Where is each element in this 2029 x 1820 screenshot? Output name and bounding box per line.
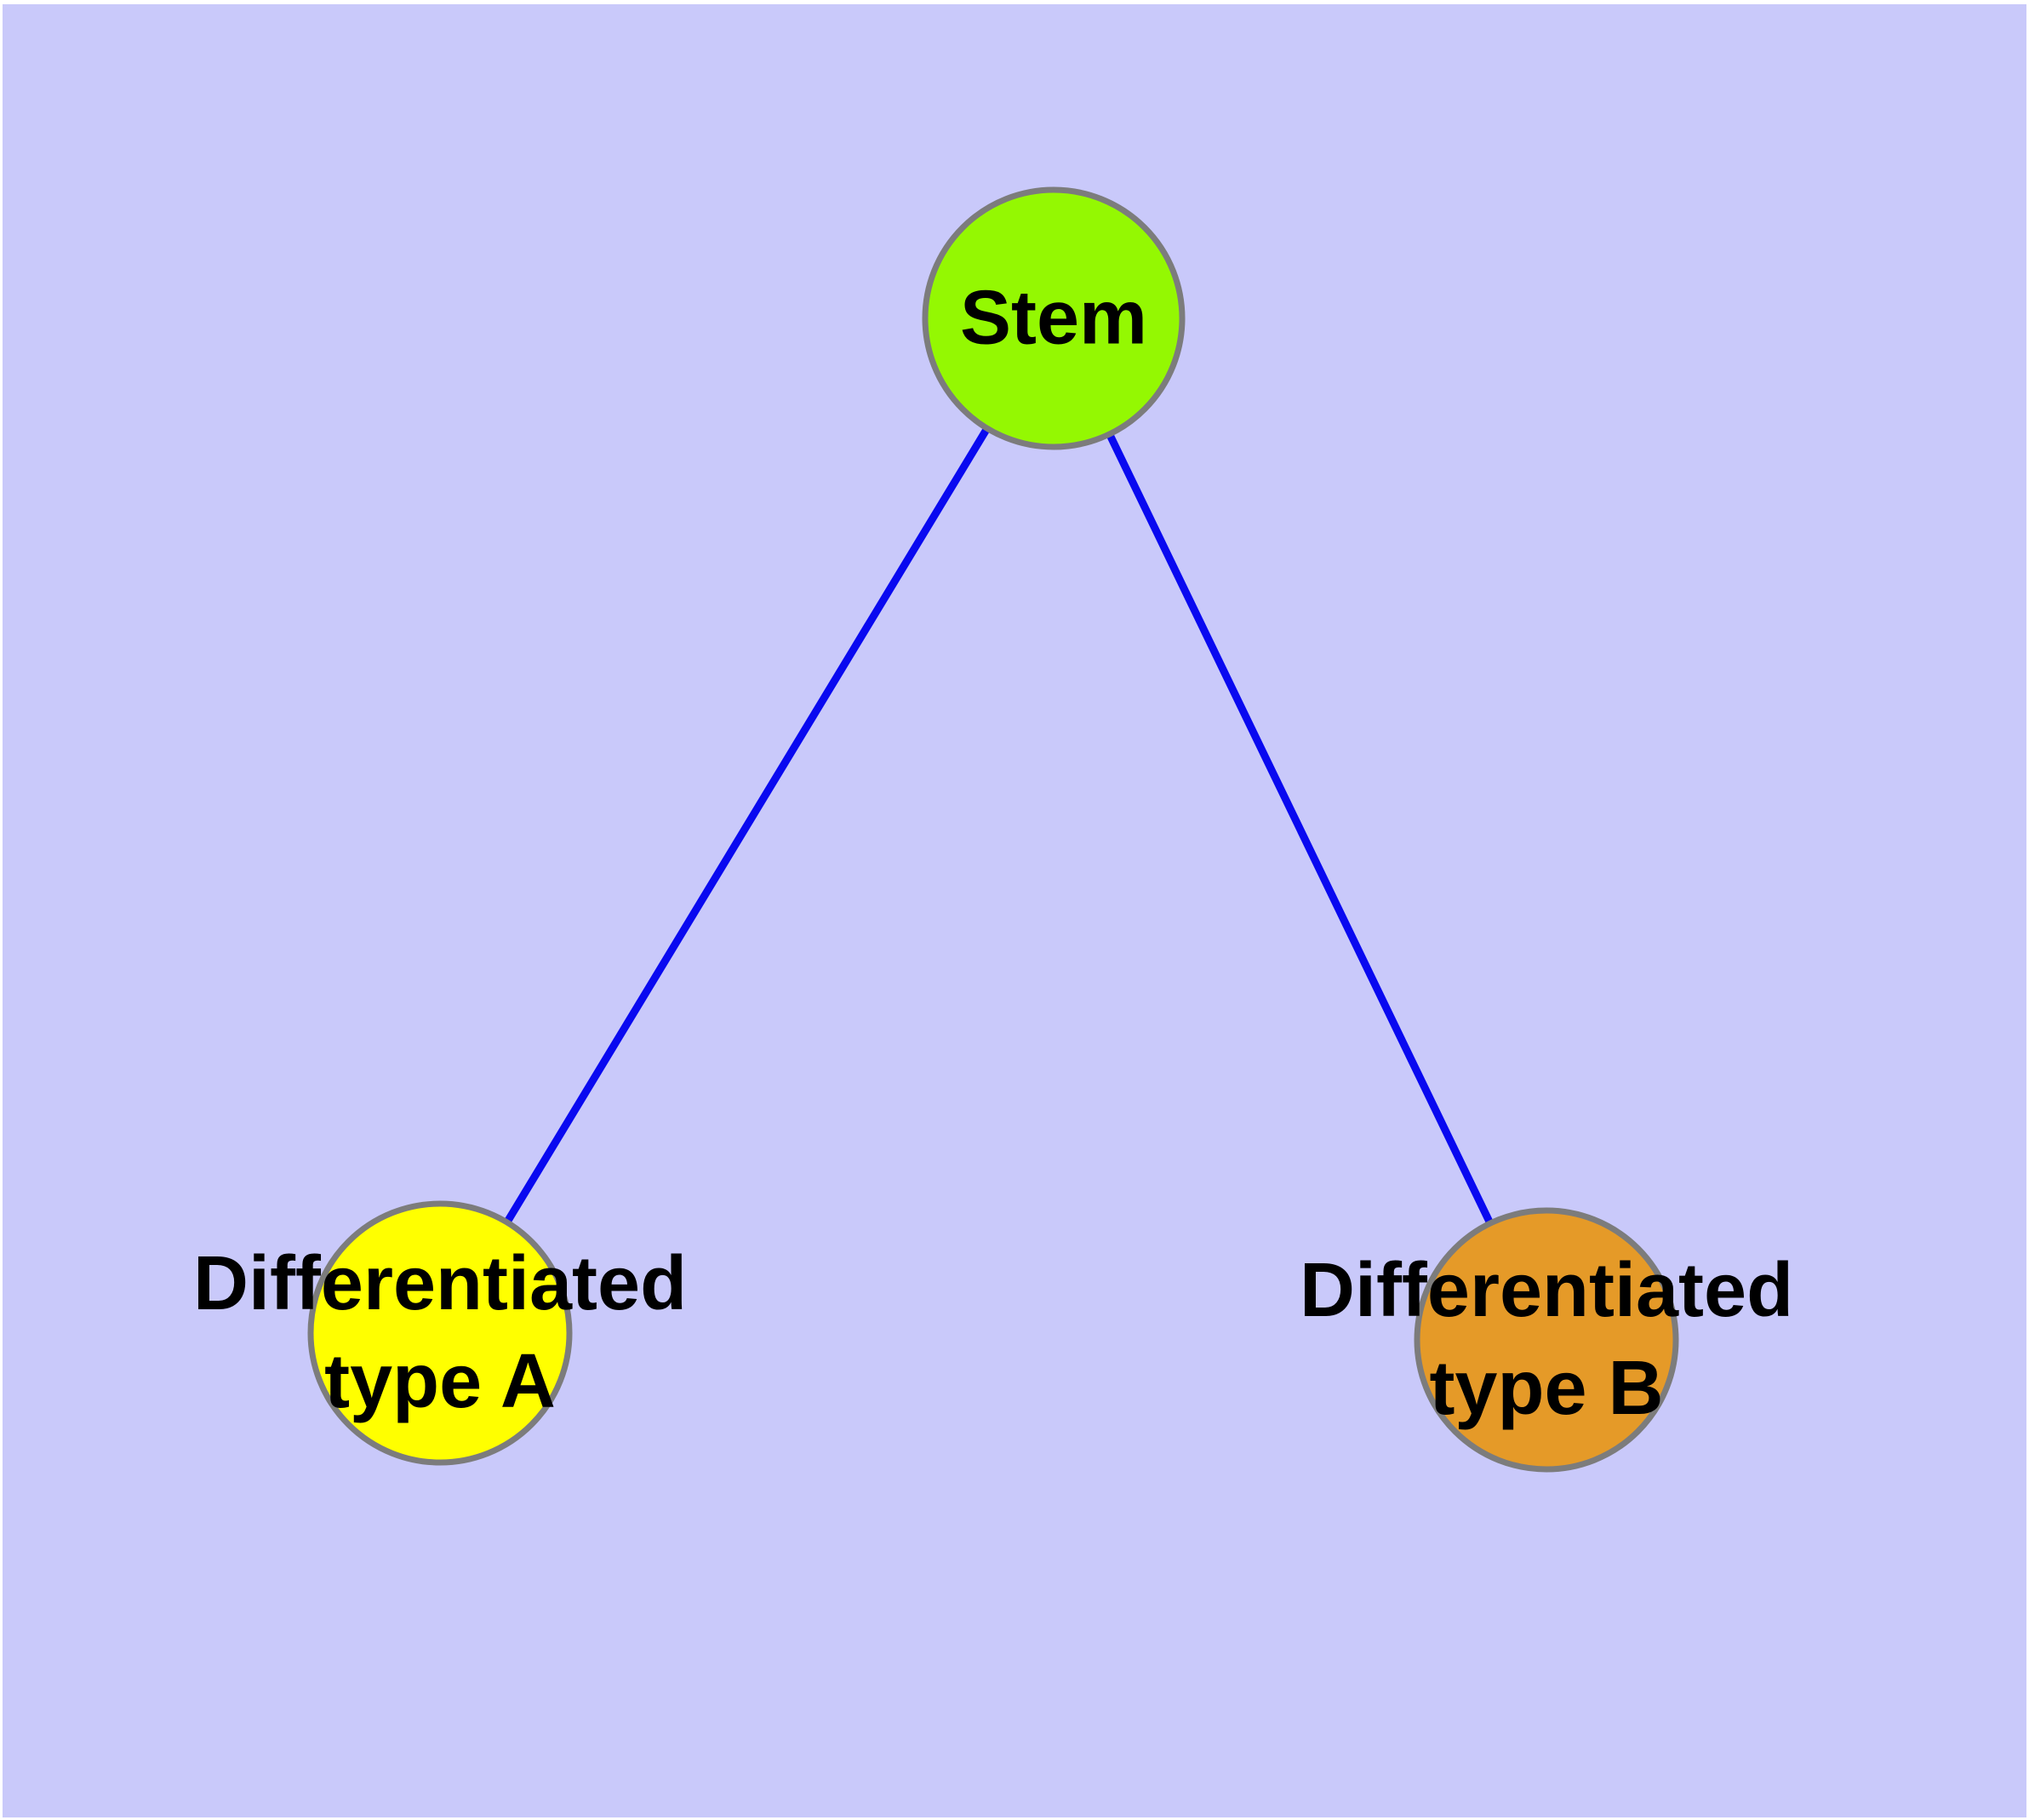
node-type-a-label: Differentiated type A — [193, 1235, 687, 1431]
node-type-b-label: Differentiated type B — [1300, 1242, 1793, 1438]
node-stem-label: Stem — [960, 270, 1147, 368]
node-type-b-circle[interactable] — [1414, 1207, 1679, 1473]
node-stem-label-text: Stem — [959, 275, 1148, 361]
node-type-b-label-line2: type B — [1429, 1346, 1664, 1431]
edge-stem-to-type-a — [437, 316, 1057, 1336]
node-stem-circle[interactable] — [922, 186, 1186, 450]
node-type-a-label-line2: type A — [324, 1339, 556, 1424]
node-type-a-label-line1: Differentiated — [192, 1241, 688, 1326]
node-type-b-label-line1: Differentiated — [1299, 1248, 1794, 1333]
edge-stem-to-type-b — [1049, 317, 1551, 1342]
node-type-a-circle[interactable] — [307, 1200, 573, 1466]
